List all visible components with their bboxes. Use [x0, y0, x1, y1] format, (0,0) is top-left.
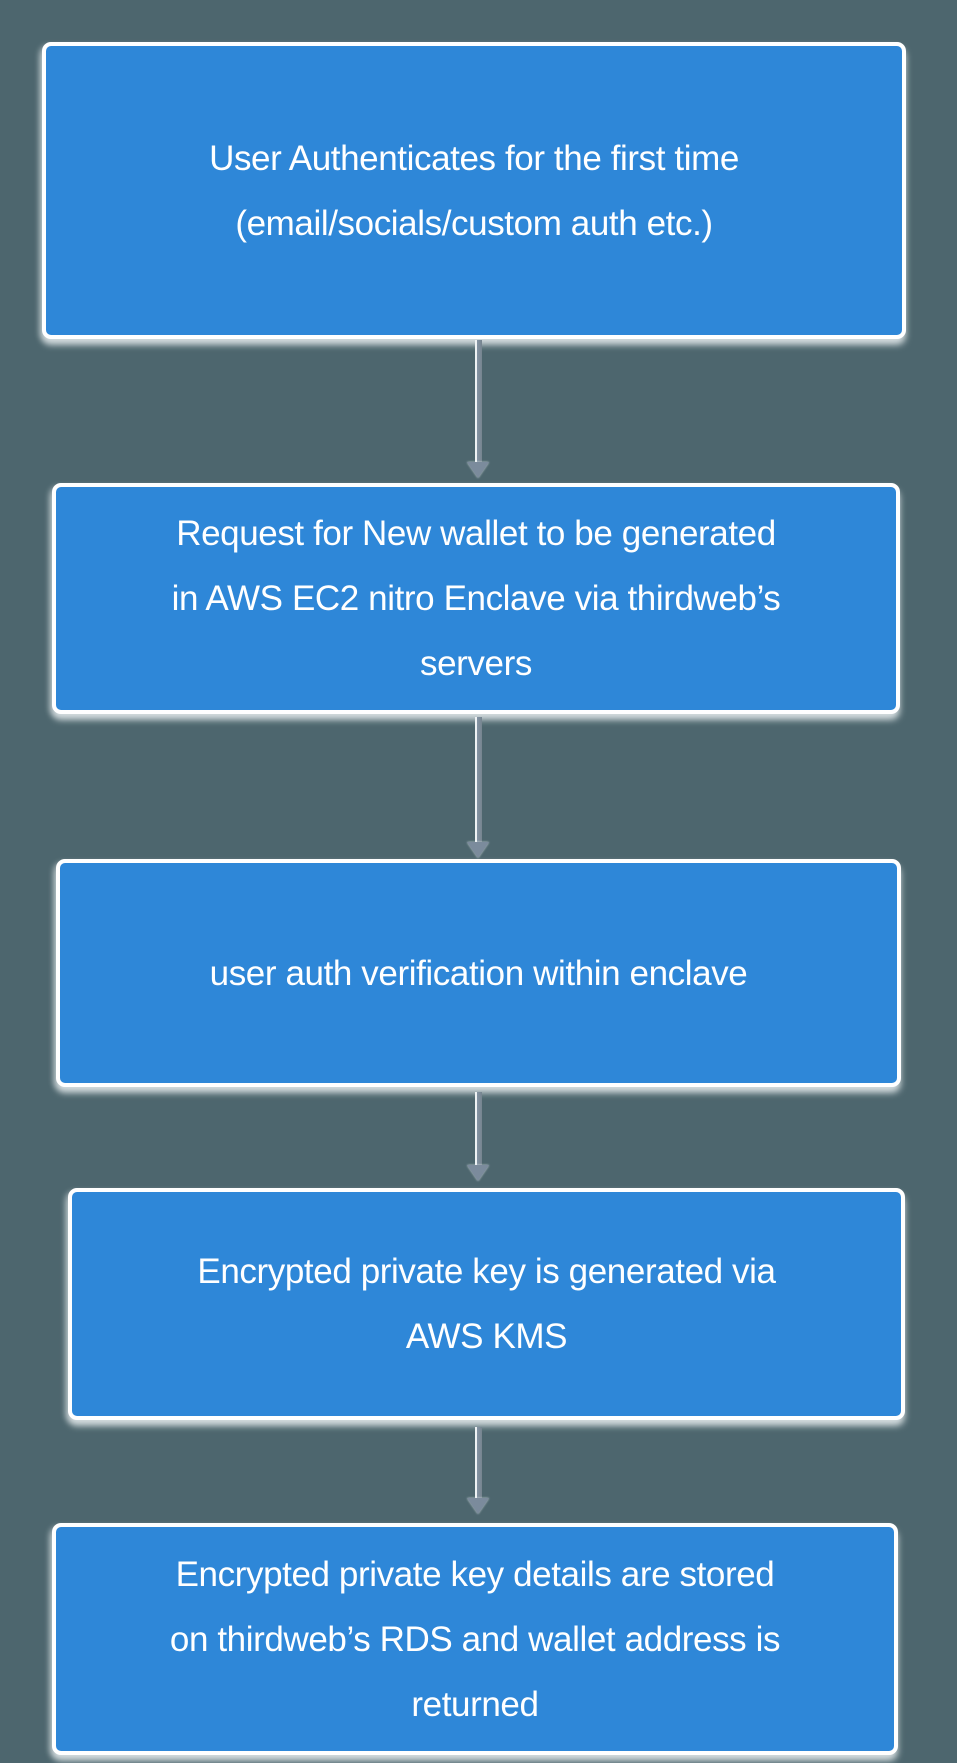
arrow-down-icon	[467, 1498, 489, 1514]
arrow-line	[474, 1092, 482, 1165]
flow-step-request-new-wallet: Request for New wallet to be generated i…	[52, 483, 900, 714]
connector-arrow-4	[467, 1427, 489, 1514]
flow-step-key-generated-kms: Encrypted private key is generated via A…	[68, 1188, 905, 1420]
flow-step-label: Encrypted private key details are stored…	[169, 1554, 781, 1724]
arrow-line	[474, 1427, 482, 1498]
arrow-down-icon	[467, 842, 489, 858]
arrow-line	[474, 340, 482, 462]
arrow-line	[474, 717, 482, 842]
connector-arrow-3	[467, 1092, 489, 1181]
flow-step-label: Request for New wallet to be generated i…	[171, 514, 781, 683]
flow-step-label: User Authenticates for the first time (e…	[209, 138, 739, 243]
connector-arrow-1	[467, 340, 489, 478]
flow-step-user-authenticates: User Authenticates for the first time (e…	[42, 42, 906, 339]
arrow-down-icon	[467, 462, 489, 478]
connector-arrow-2	[467, 717, 489, 858]
flow-step-label: user auth verification within enclave	[209, 953, 748, 993]
flow-step-label: Encrypted private key is generated via A…	[197, 1252, 776, 1356]
flow-step-auth-verification: user auth verification within enclave	[56, 859, 901, 1087]
arrow-down-icon	[467, 1165, 489, 1181]
flow-step-key-stored-rds: Encrypted private key details are stored…	[52, 1523, 898, 1755]
